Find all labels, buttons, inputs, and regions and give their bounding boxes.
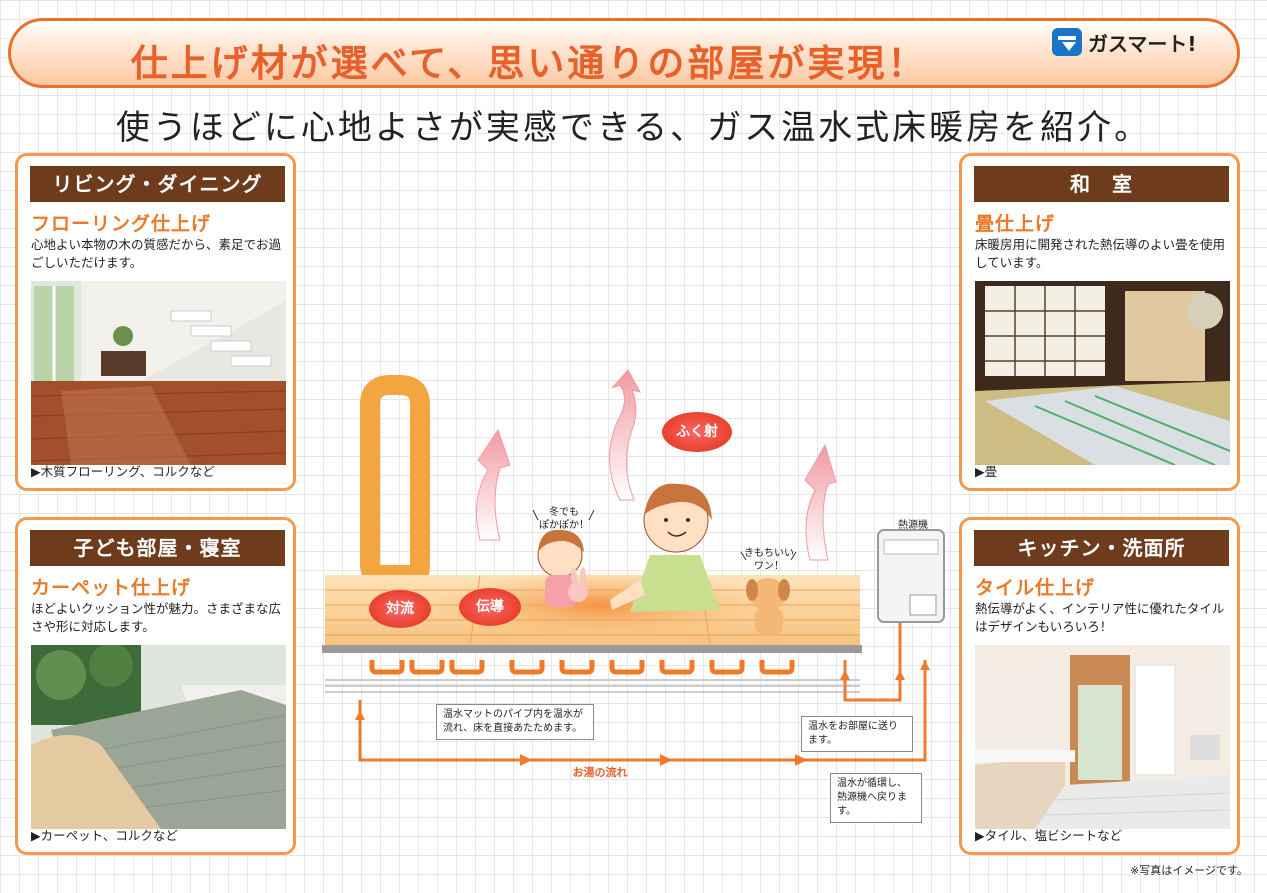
card-description: ほどよいクッション性が魅力。さまざまな広さや形に対応します。 xyxy=(31,601,282,634)
radiation-bubble: ふく射 xyxy=(662,412,732,452)
heater-label: 熱源機 xyxy=(898,520,928,531)
convection-arrows xyxy=(360,375,430,590)
card-caption: ▶木質フローリング、コルクなど xyxy=(31,464,215,479)
card-caption: ▶畳 xyxy=(975,464,998,479)
card-washitsu: 和 室 畳仕上げ 床暖房用に開発された熱伝導のよい畳を使用しています。 ▶畳 xyxy=(959,153,1240,491)
dog-figure xyxy=(746,578,790,634)
card-caption: ▶カーペット、コルクなど xyxy=(31,828,178,843)
brand-logo: ガスマート! xyxy=(1052,24,1197,60)
card-heading: リビング・ダイニング xyxy=(30,166,285,202)
water-flow-lines xyxy=(355,600,930,766)
card-subheading: 畳仕上げ xyxy=(975,213,1056,235)
send-callout: 温水をお部屋に送ります。 xyxy=(801,716,913,752)
page-subtitle: 使うほどに心地よさが実感できる、ガス温水式床暖房を紹介。 xyxy=(115,108,1152,148)
page-title: 仕上げ材が選べて、思い通りの部屋が実現！ xyxy=(130,42,928,85)
card-kitchen: キッチン・洗面所 タイル仕上げ 熱伝導がよく、インテリア性に優れたタイルはデザイ… xyxy=(959,517,1240,855)
logo-text: ガスマート! xyxy=(1088,31,1197,56)
card-living: リビング・ダイニング フローリング仕上げ 心地よい本物の木の質感だから、素足でお… xyxy=(15,153,296,491)
card-kids-bedroom: 子ども部屋・寝室 カーペット仕上げ ほどよいクッション性が魅力。さまざまな広さや… xyxy=(15,517,296,855)
card-description: 床暖房用に開発された熱伝導のよい畳を使用しています。 xyxy=(975,237,1226,270)
card-description: 熱伝導がよく、インテリア性に優れたタイルはデザインもいろいろ！ xyxy=(975,601,1225,634)
card-caption: ▶タイル、塩ビシートなど xyxy=(975,828,1123,843)
radiation-arrows xyxy=(475,369,837,561)
dog-speech: きもちいい ワン！ xyxy=(744,548,794,572)
title-banner: 仕上げ材が選べて、思い通りの部屋が実現！ xyxy=(8,18,1240,88)
photo-note: ※写真はイメージです。 xyxy=(1130,864,1248,877)
kitchen-photo xyxy=(975,645,1230,829)
card-heading: 和 室 xyxy=(974,166,1229,202)
card-subheading: タイル仕上げ xyxy=(975,577,1096,599)
heat-source-unit xyxy=(877,529,945,623)
carpet-photo xyxy=(31,645,286,829)
card-subheading: フローリング仕上げ xyxy=(31,213,212,235)
flow-label: お湯の流れ xyxy=(572,766,628,779)
logo-icon xyxy=(1052,28,1082,56)
convection-bubble: 対流 xyxy=(369,590,431,628)
card-description: 心地よい本物の木の質感だから、素足でお過ごしいただけます。 xyxy=(31,237,282,270)
mat-callout: 温水マットのパイプ内を温水が流れ、床を直接あたためます。 xyxy=(436,704,594,740)
card-heading: 子ども部屋・寝室 xyxy=(30,530,285,566)
return-callout: 温水が循環し、熱源機へ戻ります。 xyxy=(830,773,922,823)
girl-figure xyxy=(537,529,588,607)
tatami-room-photo xyxy=(975,281,1230,465)
girl-speech: 冬でも ぽかぽか！ xyxy=(539,507,589,531)
hot-water-mat xyxy=(369,660,795,675)
conduction-bubble: 伝導 xyxy=(459,588,521,626)
living-room-photo xyxy=(31,281,286,465)
card-subheading: カーペット仕上げ xyxy=(31,577,192,599)
woman-figure xyxy=(610,483,720,612)
card-heading: キッチン・洗面所 xyxy=(974,530,1229,566)
